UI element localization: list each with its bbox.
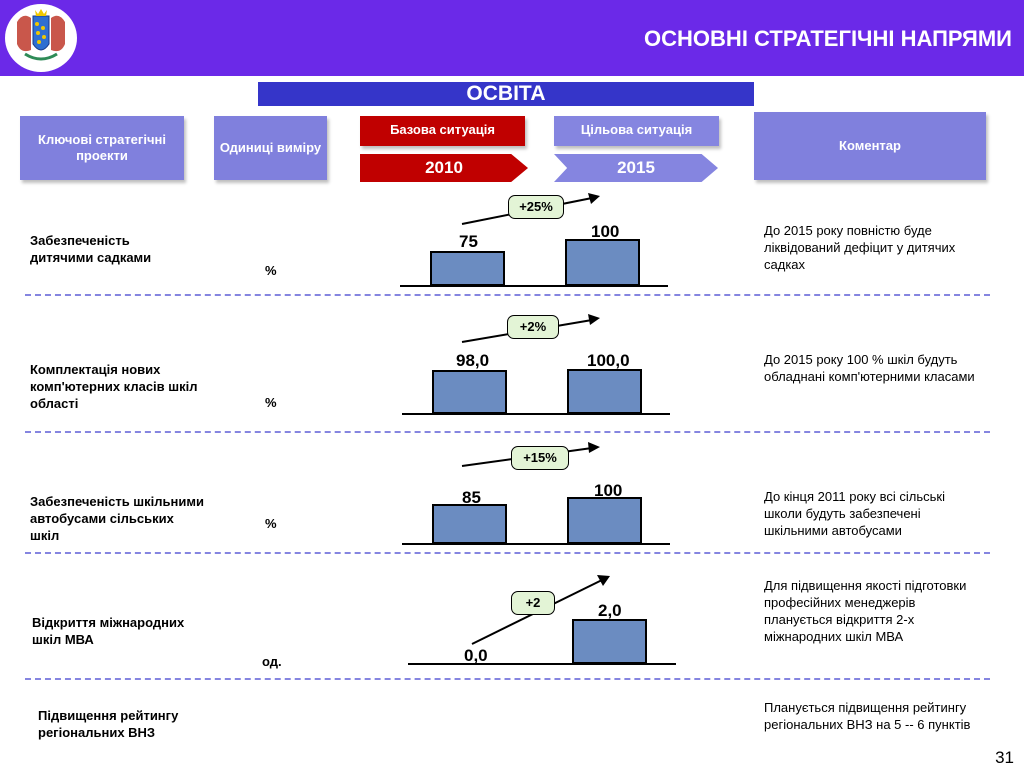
column-header-units: Одиниці виміру — [214, 116, 327, 180]
target-value-label: 100,0 — [587, 351, 630, 370]
column-header-units-label: Одиниці виміру — [219, 140, 322, 155]
unit-label: % — [265, 263, 277, 278]
column-header-comment-label: Коментар — [839, 138, 901, 153]
comment-text: До 2015 року повністю буде ліквідований … — [764, 223, 956, 272]
comment-text: До кінця 2011 року всі сільські школи бу… — [764, 489, 945, 538]
column-header-comment: Коментар — [754, 112, 986, 180]
chart-baseline — [402, 543, 670, 545]
project-name: Відкриття міжнародних шкіл МВА — [32, 615, 185, 647]
chart-baseline — [400, 285, 668, 287]
column-header-target-label: Цільова ситуація — [580, 122, 693, 137]
chart-baseline — [408, 663, 676, 665]
row-divider — [25, 552, 990, 554]
base-value-label: 85 — [462, 488, 481, 507]
coat-of-arms-logo — [5, 4, 77, 72]
comment-text: Для підвищення якості підготовки професі… — [764, 578, 967, 644]
base-bar — [432, 504, 507, 544]
section-title: ОСВІТА — [258, 82, 754, 106]
base-bar — [432, 370, 507, 414]
project-name: Підвищення рейтингу регіональних ВНЗ — [38, 708, 179, 740]
column-header-projects: Ключові стратегічні проекти — [20, 116, 184, 180]
target-value-label: 100 — [594, 481, 623, 500]
target-bar — [565, 239, 640, 286]
project-name: Комплектація нових комп'ютерних класів ш… — [30, 362, 198, 411]
project-name: Забезпеченість дитячими садками — [30, 233, 152, 265]
unit-label: од. — [262, 654, 282, 669]
base-year-label: 2010 — [425, 158, 463, 177]
base-year-arrow: 2010 — [360, 154, 528, 182]
coat-of-arms-icon — [17, 9, 65, 61]
change-badge: +15% — [511, 446, 569, 470]
comment-text: До 2015 року 100 % шкіл будуть обладнані… — [764, 352, 975, 384]
target-value-label: 2,0 — [598, 601, 622, 620]
base-value-label: 75 — [459, 232, 478, 251]
page-title: ОСНОВНІ СТРАТЕГІЧНІ НАПРЯМИ — [644, 26, 1012, 51]
row-divider — [25, 678, 990, 680]
change-badge: +25% — [508, 195, 564, 219]
column-header-base-label: Базова ситуація — [390, 122, 495, 137]
row-divider — [25, 294, 990, 296]
target-value-label: 100 — [591, 222, 620, 241]
target-bar — [567, 369, 642, 414]
base-value-label: 0,0 — [464, 646, 488, 665]
project-name: Забезпеченість шкільними автобусами сіль… — [30, 494, 204, 543]
change-badge: +2 — [511, 591, 555, 615]
row-divider — [25, 431, 990, 433]
target-year-label: 2015 — [617, 158, 655, 177]
target-year-arrow: 2015 — [554, 154, 718, 182]
base-bar — [430, 251, 505, 286]
column-header-target: Цільова ситуація — [554, 116, 719, 146]
title-bar: ОСНОВНІ СТРАТЕГІЧНІ НАПРЯМИ — [0, 0, 1024, 76]
unit-label: % — [265, 516, 277, 531]
chart-baseline — [402, 413, 670, 415]
base-value-label: 98,0 — [456, 351, 490, 370]
comment-text: Планується підвищення рейтингу регіональ… — [764, 700, 971, 732]
change-badge: +2% — [507, 315, 559, 339]
page-number: 31 — [995, 748, 1014, 767]
column-header-base: Базова ситуація — [360, 116, 525, 146]
column-header-projects-label: Ключові стратегічні проекти — [38, 132, 166, 163]
target-bar — [567, 497, 642, 544]
unit-label: % — [265, 395, 277, 410]
